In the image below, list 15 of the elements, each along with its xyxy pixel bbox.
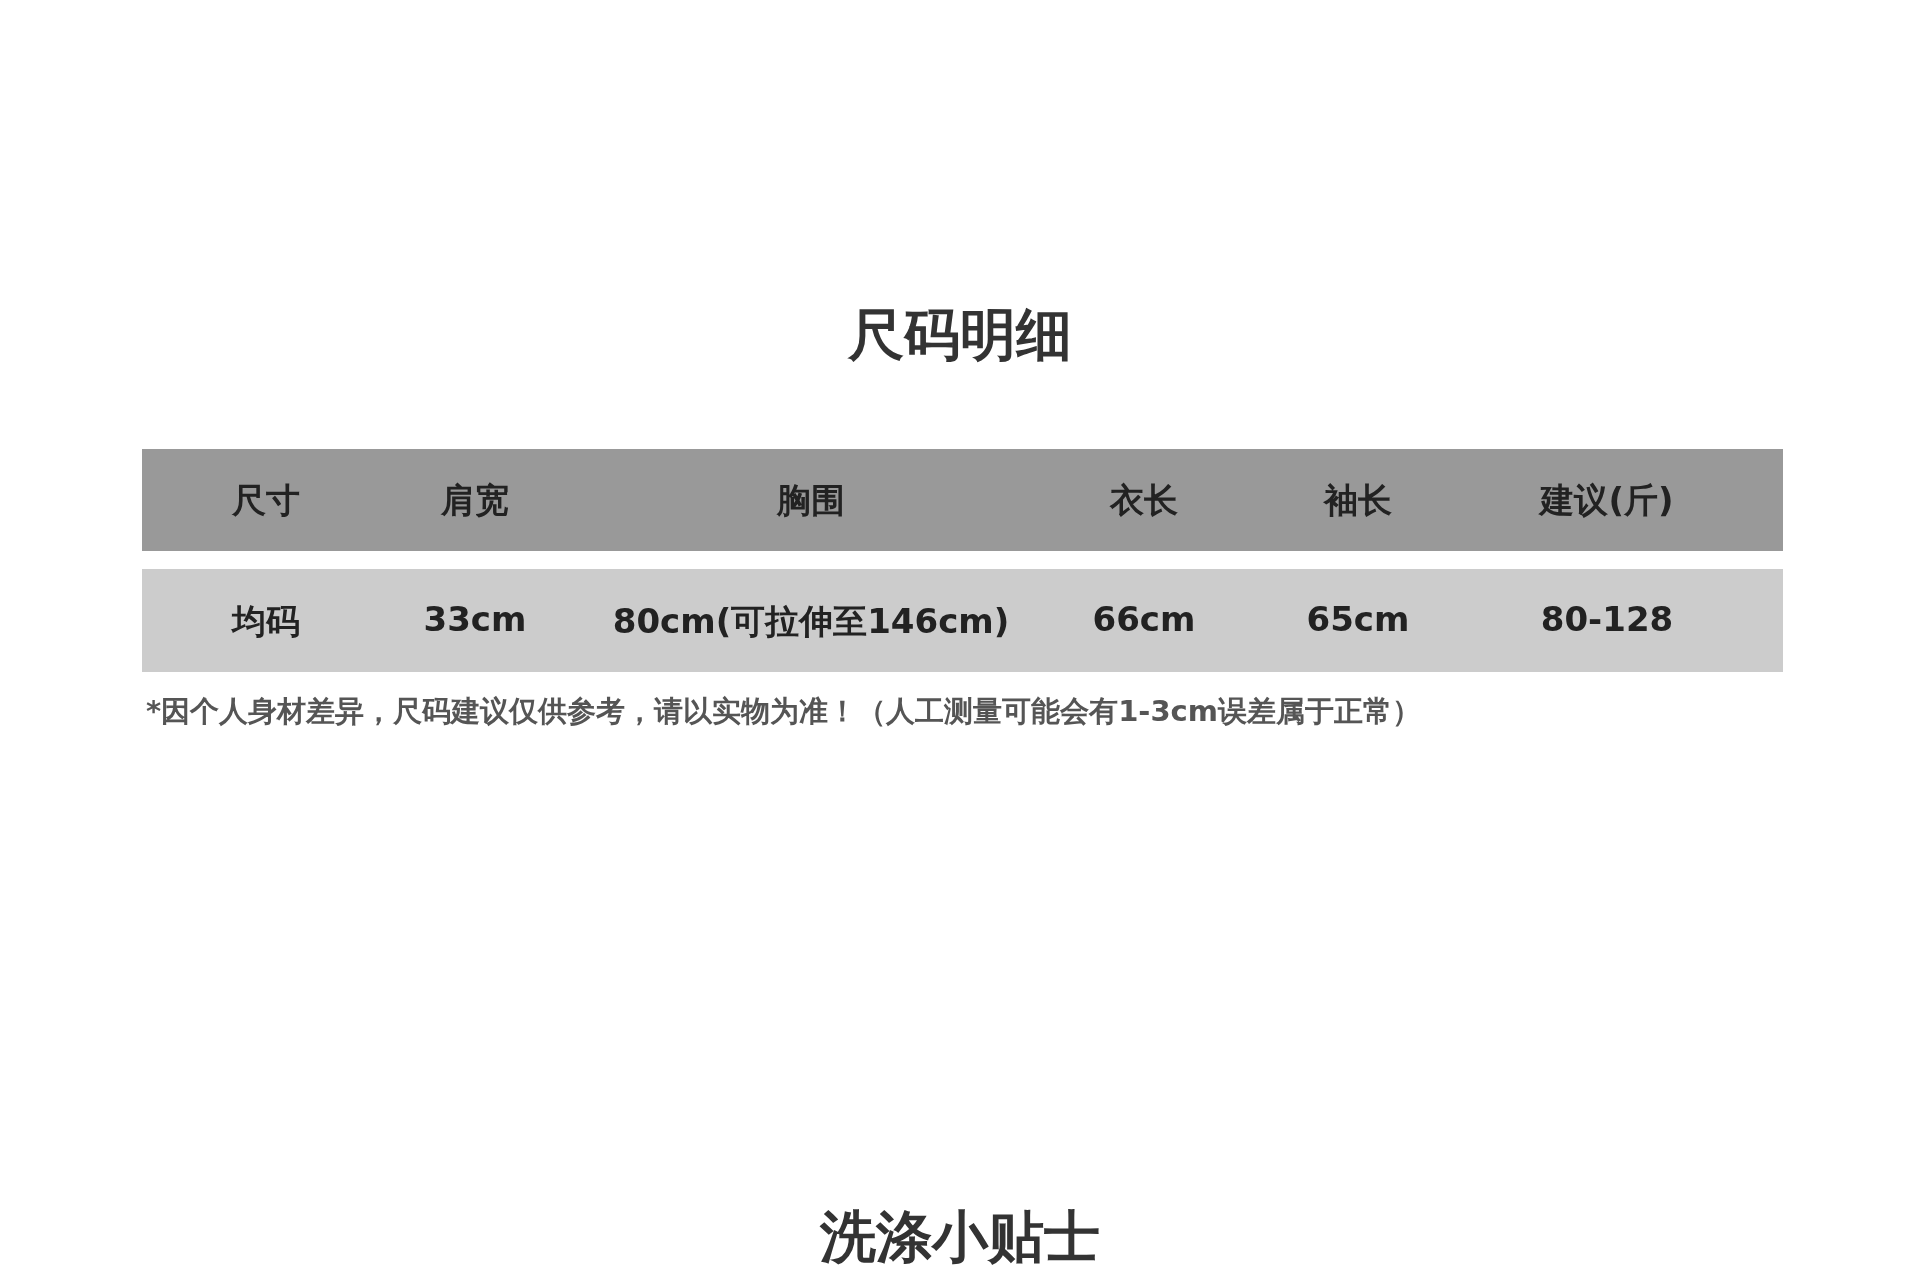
column-header: 袖长 — [1324, 479, 1392, 522]
table-cell-text: 均码 — [232, 599, 300, 643]
column-header: 建议(斤) — [1540, 479, 1674, 522]
footnote: *因个人身材差异，尺码建议仅供参考，请以实物为准！（人工测量可能会有1-3cm误差属于正常） — [146, 693, 1421, 730]
column-header: 衣长 — [1110, 479, 1178, 522]
section-heading: 洗涤小贴士 — [818, 1203, 1101, 1271]
table-cell: 33cm — [423, 598, 527, 639]
column-header: 尺寸 — [232, 479, 300, 522]
title: 尺码明细 — [846, 301, 1073, 369]
column-header: 胸围 — [777, 479, 845, 522]
table-cell: 80-128 — [1540, 598, 1674, 639]
table-cell: 66cm — [1092, 598, 1196, 639]
column-header: 肩宽 — [441, 479, 509, 522]
table-cell: 65cm — [1306, 598, 1410, 639]
table-cell-text: 80cm(可拉伸至146cm) — [612, 599, 1010, 643]
